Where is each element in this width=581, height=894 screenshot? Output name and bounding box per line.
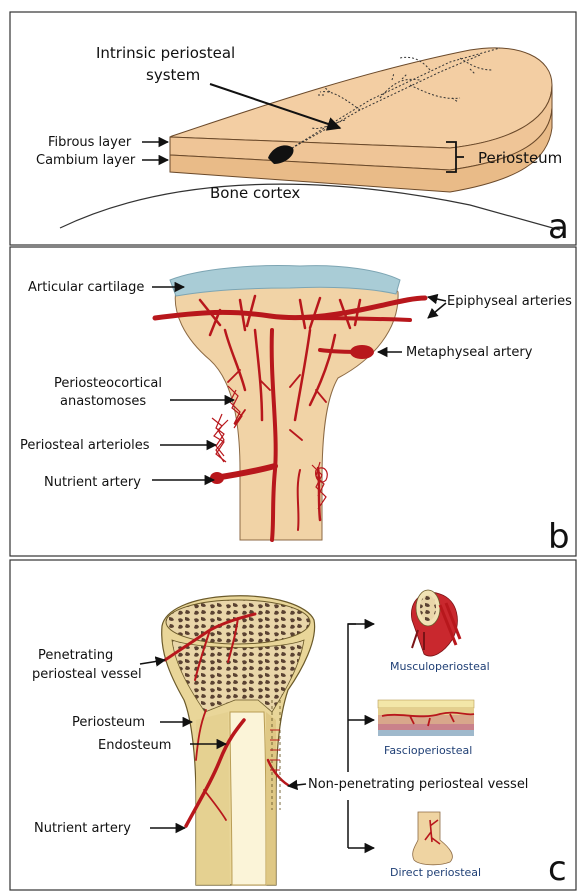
label-penetrating-line1: Penetrating [38, 648, 113, 663]
label-perio-line1: Periosteocortical [54, 376, 162, 391]
label-periosteum-c: Periosteum [72, 715, 145, 730]
label-non-penetrating: Non-penetrating periosteal vessel [308, 777, 528, 792]
panel-b-letter: b [548, 517, 570, 557]
label-cambium: Cambium layer [36, 153, 136, 168]
panel-a-letter: a [548, 207, 569, 247]
cortex-right [266, 712, 276, 885]
label-metaphyseal: Metaphyseal artery [406, 345, 533, 360]
panel-c-letter: c [548, 849, 567, 889]
label-perio-line2: anastomoses [60, 394, 146, 409]
label-periosteum-a: Periosteum [478, 149, 562, 167]
label-bone-cortex: Bone cortex [210, 184, 300, 202]
label-articular: Articular cartilage [28, 280, 144, 295]
label-penetrating-line2: periosteal vessel [32, 667, 142, 682]
label-fascioperiosteal: Fascioperiosteal [384, 744, 472, 757]
label-nutrient-b: Nutrient artery [44, 475, 141, 490]
panel-b: Articular cartilage Epiphyseal arteries … [10, 247, 576, 557]
label-fibrous: Fibrous layer [48, 135, 132, 150]
label-arterioles: Periosteal arterioles [20, 438, 150, 453]
label-intrinsic-line1: Intrinsic periosteal [96, 44, 235, 62]
label-endosteum: Endosteum [98, 738, 171, 753]
nutrient-artery-stub-b [210, 472, 224, 484]
label-direct-periosteal: Direct periosteal [390, 866, 481, 879]
panel-c: Penetrating periosteal vessel Periosteum… [10, 560, 576, 890]
label-intrinsic-line2: system [146, 66, 200, 84]
metaphyseal-artery-stub [350, 345, 374, 359]
label-musculoperiosteal: Musculoperiosteal [390, 660, 490, 673]
label-nutrient-c: Nutrient artery [34, 821, 131, 836]
panel-a: Intrinsic periosteal system Fibrous laye… [10, 12, 576, 247]
fascioperiosteal-illustration [378, 700, 474, 736]
label-epiphyseal: Epiphyseal arteries [447, 294, 572, 309]
medullary-canal [230, 712, 266, 885]
